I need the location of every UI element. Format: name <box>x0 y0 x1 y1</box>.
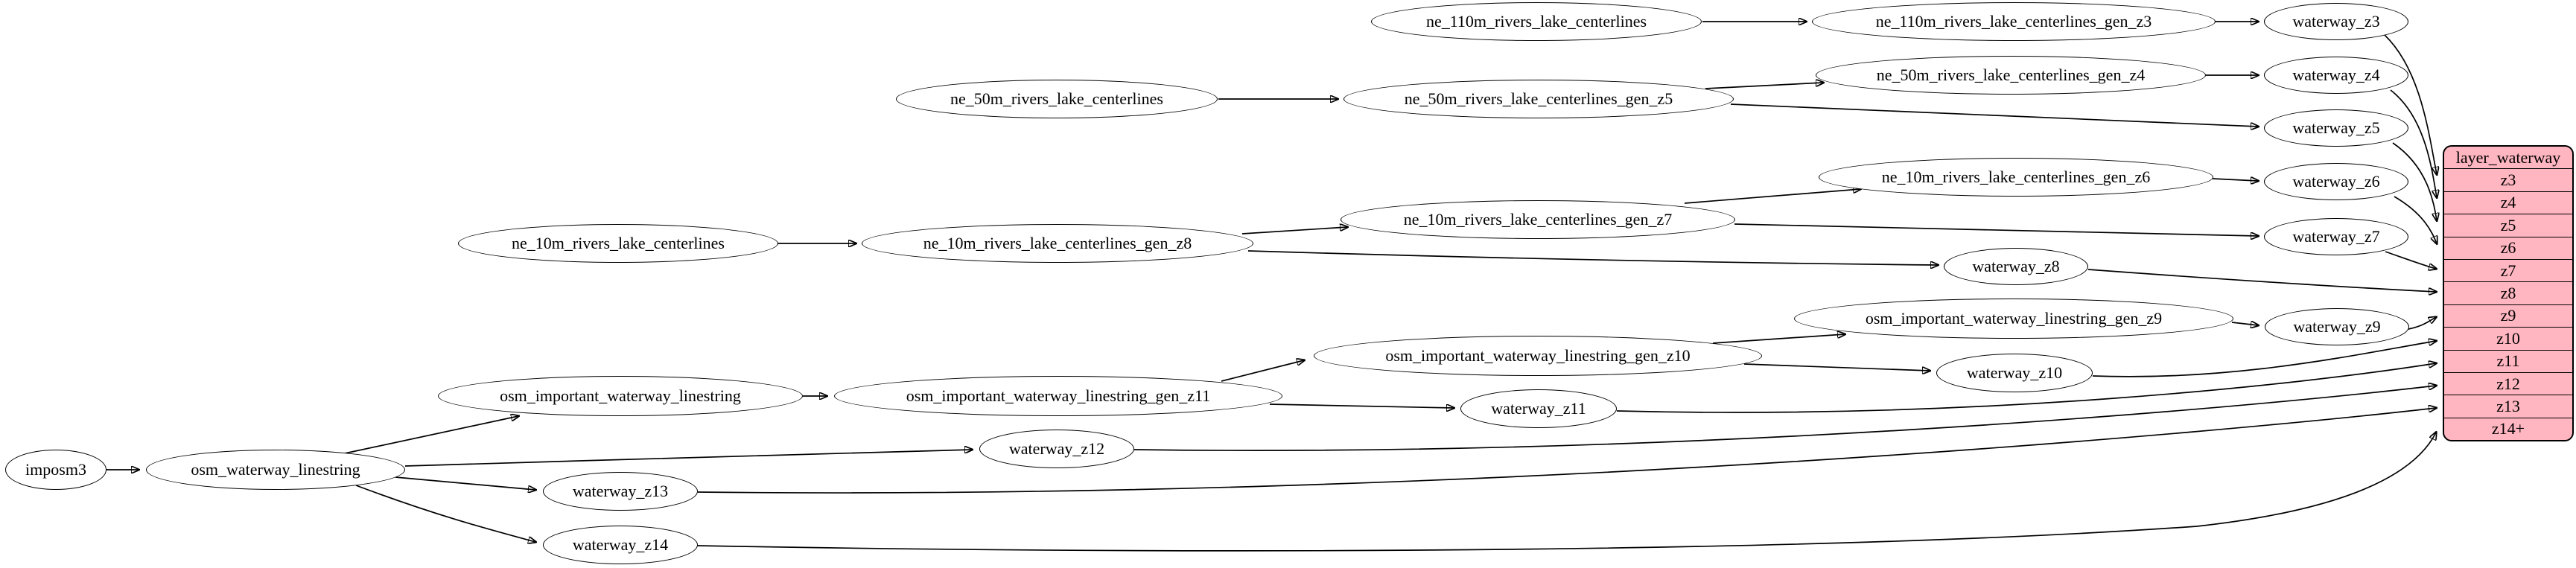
node-waterway_z3: waterway_z3 <box>2264 3 2408 40</box>
node-waterway_z12: waterway_z12 <box>979 430 1134 468</box>
edge-ne_10m_rivers_lake_centerlines_gen_z8-to-waterway_z8 <box>1247 250 1938 265</box>
node-waterway_z11: waterway_z11 <box>1460 389 1617 428</box>
edge-waterway_z13-to-layer_waterway.z13 <box>697 408 2436 494</box>
node-waterway_z4: waterway_z4 <box>2264 57 2408 94</box>
node-waterway_z13: waterway_z13 <box>543 472 698 511</box>
edge-waterway_z6-to-layer_waterway.z6 <box>2394 196 2437 243</box>
edge-osm_waterway_linestring-to-waterway_z14 <box>355 485 535 542</box>
record-row-z3: z3 <box>2444 168 2572 191</box>
edge-ne_50m_rivers_lake_centerlines_gen_z5-to-ne_50m_rivers_lake_centerlines_gen_z4 <box>1705 83 1823 89</box>
record-row-z10: z10 <box>2444 327 2572 349</box>
edge-waterway_z5-to-layer_waterway.z5 <box>2392 142 2437 220</box>
node-osm_important_waterway_linestring_gen_z11: osm_important_waterway_linestring_gen_z1… <box>834 376 1282 416</box>
edge-waterway_z9-to-layer_waterway.z9 <box>2408 317 2436 330</box>
node-label: ne_50m_rivers_lake_centerlines <box>950 89 1163 108</box>
node-label: ne_50m_rivers_lake_centerlines_gen_z4 <box>1876 66 2146 84</box>
edge-waterway_z8-to-layer_waterway.z8 <box>2087 269 2436 292</box>
node-ne_110m_rivers_lake_centerlines_gen_z3: ne_110m_rivers_lake_centerlines_gen_z3 <box>1812 2 2216 41</box>
node-label: waterway_z8 <box>1972 257 2060 275</box>
edge-osm_important_waterway_linestring_gen_z11-to-osm_important_waterway_linestring_gen_z10 <box>1221 360 1304 382</box>
node-osm_important_waterway_linestring_gen_z9: osm_important_waterway_linestring_gen_z9 <box>1794 299 2233 339</box>
node-label: ne_110m_rivers_lake_centerlines_gen_z3 <box>1875 12 2152 31</box>
edge-ne_10m_rivers_lake_centerlines_gen_z7-to-waterway_z7 <box>1734 223 2258 236</box>
edge-ne_50m_rivers_lake_centerlines_gen_z5-to-waterway_z5 <box>1730 103 2258 127</box>
node-label: waterway_z7 <box>2292 227 2380 246</box>
edge-osm_important_waterway_linestring_gen_z10-to-osm_important_waterway_linestring_gen_z9 <box>1712 334 1845 344</box>
node-label: osm_important_waterway_linestring_gen_z9 <box>1865 309 2163 328</box>
record-title: layer_waterway <box>2455 147 2561 167</box>
node-label: ne_10m_rivers_lake_centerlines_gen_z8 <box>923 234 1192 252</box>
record-row-z4: z4 <box>2444 191 2572 214</box>
node-label: ne_10m_rivers_lake_centerlines_gen_z6 <box>1881 167 2151 186</box>
node-label: ne_50m_rivers_lake_centerlines_gen_z5 <box>1404 89 1673 108</box>
node-ne_50m_rivers_lake_centerlines: ne_50m_rivers_lake_centerlines <box>896 80 1218 118</box>
node-ne_10m_rivers_lake_centerlines_gen_z6: ne_10m_rivers_lake_centerlines_gen_z6 <box>1819 158 2213 197</box>
record-row-z14+: z14+ <box>2444 417 2572 440</box>
edge-osm_important_waterway_linestring_gen_z10-to-waterway_z10 <box>1743 363 1930 371</box>
edge-ne_10m_rivers_lake_centerlines_gen_z8-to-ne_10m_rivers_lake_centerlines_gen_z7 <box>1241 227 1347 234</box>
node-imposm3: imposm3 <box>5 450 106 490</box>
record-row-z6: z6 <box>2444 236 2572 259</box>
edge-osm_waterway_linestring-to-waterway_z13 <box>395 476 535 490</box>
node-label: waterway_z10 <box>1966 363 2063 382</box>
node-ne_10m_rivers_lake_centerlines: ne_10m_rivers_lake_centerlines <box>458 224 778 263</box>
edge-osm_important_waterway_linestring_gen_z9-to-waterway_z9 <box>2231 322 2258 325</box>
record-row-z5: z5 <box>2444 214 2572 236</box>
node-osm_important_waterway_linestring_gen_z10: osm_important_waterway_linestring_gen_z1… <box>1314 336 1762 376</box>
node-waterway_z5: waterway_z5 <box>2264 109 2408 147</box>
node-waterway_z10: waterway_z10 <box>1936 354 2093 392</box>
record-row-z12: z12 <box>2444 371 2572 395</box>
edge-waterway_z3-to-layer_waterway.z3 <box>2384 34 2437 174</box>
node-label: waterway_z3 <box>2292 12 2380 31</box>
node-label: osm_waterway_linestring <box>191 460 360 479</box>
edge-waterway_z14-to-layer_waterway.z14+ <box>697 433 2436 552</box>
edge-waterway_z10-to-layer_waterway.z10 <box>2092 341 2436 377</box>
record-row-z8: z8 <box>2444 281 2572 304</box>
node-waterway_z14: waterway_z14 <box>543 526 698 564</box>
edge-waterway_z12-to-layer_waterway.z12 <box>1133 386 2436 451</box>
edge-osm_important_waterway_linestring_gen_z11-to-waterway_z11 <box>1269 403 1454 408</box>
node-osm_important_waterway_linestring: osm_important_waterway_linestring <box>438 376 803 416</box>
node-waterway_z9: waterway_z9 <box>2265 308 2409 345</box>
node-label: waterway_z5 <box>2292 118 2380 137</box>
node-label: waterway_z12 <box>1008 439 1105 458</box>
record-row-z13: z13 <box>2444 395 2572 417</box>
node-label: waterway_z4 <box>2292 66 2380 84</box>
node-label: waterway_z14 <box>572 535 669 554</box>
node-label: osm_important_waterway_linestring <box>500 386 741 405</box>
edge-osm_waterway_linestring-to-waterway_z12 <box>404 450 972 467</box>
node-label: ne_110m_rivers_lake_centerlines <box>1425 12 1647 31</box>
node-ne_50m_rivers_lake_centerlines_gen_z5: ne_50m_rivers_lake_centerlines_gen_z5 <box>1343 80 1734 118</box>
node-ne_10m_rivers_lake_centerlines_gen_z8: ne_10m_rivers_lake_centerlines_gen_z8 <box>862 224 1253 263</box>
node-label: waterway_z13 <box>572 482 669 500</box>
record-row-z9: z9 <box>2444 304 2572 327</box>
node-label: waterway_z9 <box>2293 317 2381 336</box>
node-waterway_z6: waterway_z6 <box>2264 163 2408 200</box>
record-row-z11: z11 <box>2444 349 2572 372</box>
edge-osm_waterway_linestring-to-osm_important_waterway_linestring <box>344 416 518 454</box>
node-label: imposm3 <box>25 460 86 479</box>
edge-waterway_z11-to-layer_waterway.z11 <box>1616 363 2436 413</box>
node-label: osm_important_waterway_linestring_gen_z1… <box>1385 346 1691 365</box>
node-ne_50m_rivers_lake_centerlines_gen_z4: ne_50m_rivers_lake_centerlines_gen_z4 <box>1816 56 2206 95</box>
node-label: waterway_z11 <box>1491 399 1586 418</box>
node-label: ne_10m_rivers_lake_centerlines <box>512 234 725 252</box>
edge-ne_10m_rivers_lake_centerlines_gen_z7-to-ne_10m_rivers_lake_centerlines_gen_z6 <box>1684 189 1860 204</box>
node-label: osm_important_waterway_linestring_gen_z1… <box>906 386 1211 405</box>
node-ne_10m_rivers_lake_centerlines_gen_z7: ne_10m_rivers_lake_centerlines_gen_z7 <box>1341 200 1735 239</box>
node-ne_110m_rivers_lake_centerlines: ne_110m_rivers_lake_centerlines <box>1371 2 1702 41</box>
record-row-z7: z7 <box>2444 258 2572 281</box>
edge-waterway_z4-to-layer_waterway.z4 <box>2390 89 2437 197</box>
node-waterway_z8: waterway_z8 <box>1944 248 2088 285</box>
edge-waterway_z7-to-layer_waterway.z7 <box>2385 251 2436 269</box>
node-osm_waterway_linestring: osm_waterway_linestring <box>146 450 405 490</box>
node-label: ne_10m_rivers_lake_centerlines_gen_z7 <box>1403 210 1673 229</box>
edge-ne_10m_rivers_lake_centerlines_gen_z6-to-waterway_z6 <box>2212 179 2258 181</box>
node-waterway_z7: waterway_z7 <box>2264 218 2408 255</box>
node-label: waterway_z6 <box>2292 172 2380 191</box>
